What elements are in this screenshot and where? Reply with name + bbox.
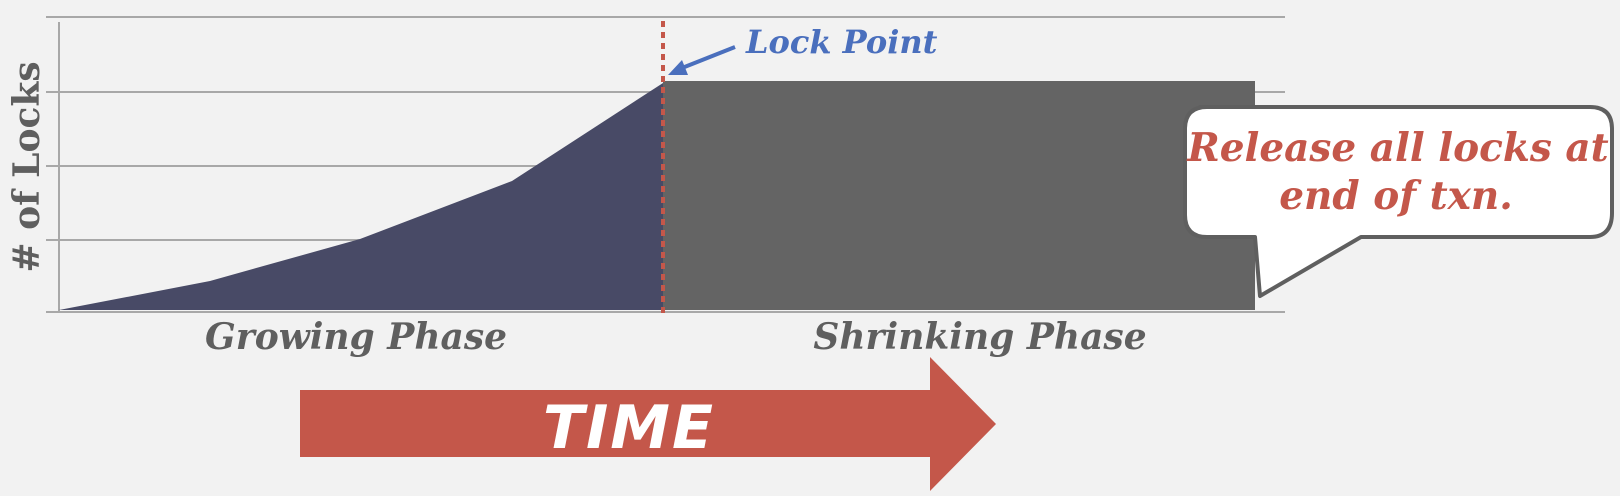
y-axis-label: # of Locks [6,61,48,272]
callout-text-line1: Release all locks at [1186,125,1608,171]
growing-phase-area [59,83,663,310]
lock-point-label: Lock Point [745,23,938,61]
time-label: TIME [543,393,715,463]
shrinking-phase-area [663,81,1255,310]
callout-bubble [1183,105,1614,298]
callout-text-line2: end of txn. [1279,173,1513,219]
shrinking-phase-label: Shrinking Phase [813,316,1146,358]
growing-phase-label: Growing Phase [205,316,507,358]
time-arrow [300,357,996,491]
lock-point-arrow [668,45,736,75]
